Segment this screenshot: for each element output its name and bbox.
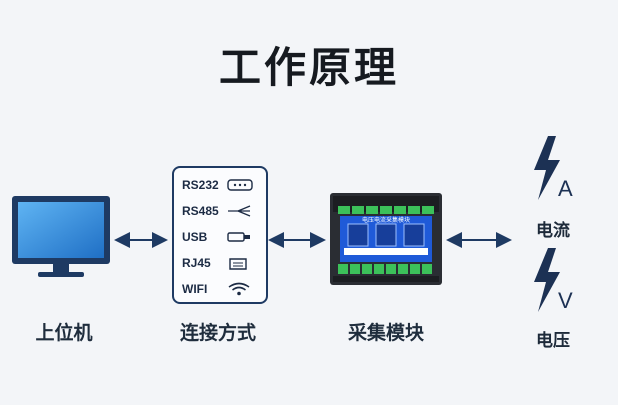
stage-label-host-computer: 上位机 (35, 322, 93, 344)
voltage-label: 电压 (536, 331, 570, 351)
stage-label-module: 采集模块 (347, 322, 424, 344)
computer-icon (12, 196, 110, 277)
stage-label-connection: 连接方式 (179, 322, 256, 344)
serial-port-icon (227, 179, 253, 191)
connection-rj45: RJ45 (182, 252, 260, 274)
connection-label: WIFI (182, 282, 208, 296)
page-title: 工作原理 (218, 43, 399, 92)
module-panel-label: 电压电流采集模块 (361, 217, 410, 224)
connection-label: RS232 (182, 178, 219, 192)
lightning-icon (534, 136, 560, 200)
connection-label: USB (182, 230, 208, 244)
lightning-icon (534, 248, 560, 312)
current-unit-letter: A (558, 176, 573, 201)
wire-bundle-icon (228, 205, 251, 217)
connection-rs232: RS232 (182, 174, 260, 196)
connection-methods-panel: RS232 RS485 USB RJ45 WIFI (172, 166, 268, 304)
connection-rs485: RS485 (182, 200, 260, 222)
usb-plug-icon (227, 232, 250, 242)
voltage-unit-letter: V (558, 288, 573, 313)
wifi-icon (228, 282, 250, 296)
connection-usb: USB (182, 226, 260, 248)
acquisition-module-image (330, 193, 442, 285)
current-label: 电流 (536, 221, 570, 241)
connection-wifi: WIFI (182, 278, 260, 300)
connection-label: RS485 (182, 204, 219, 218)
connection-label: RJ45 (182, 256, 211, 270)
ethernet-port-icon (229, 258, 247, 270)
